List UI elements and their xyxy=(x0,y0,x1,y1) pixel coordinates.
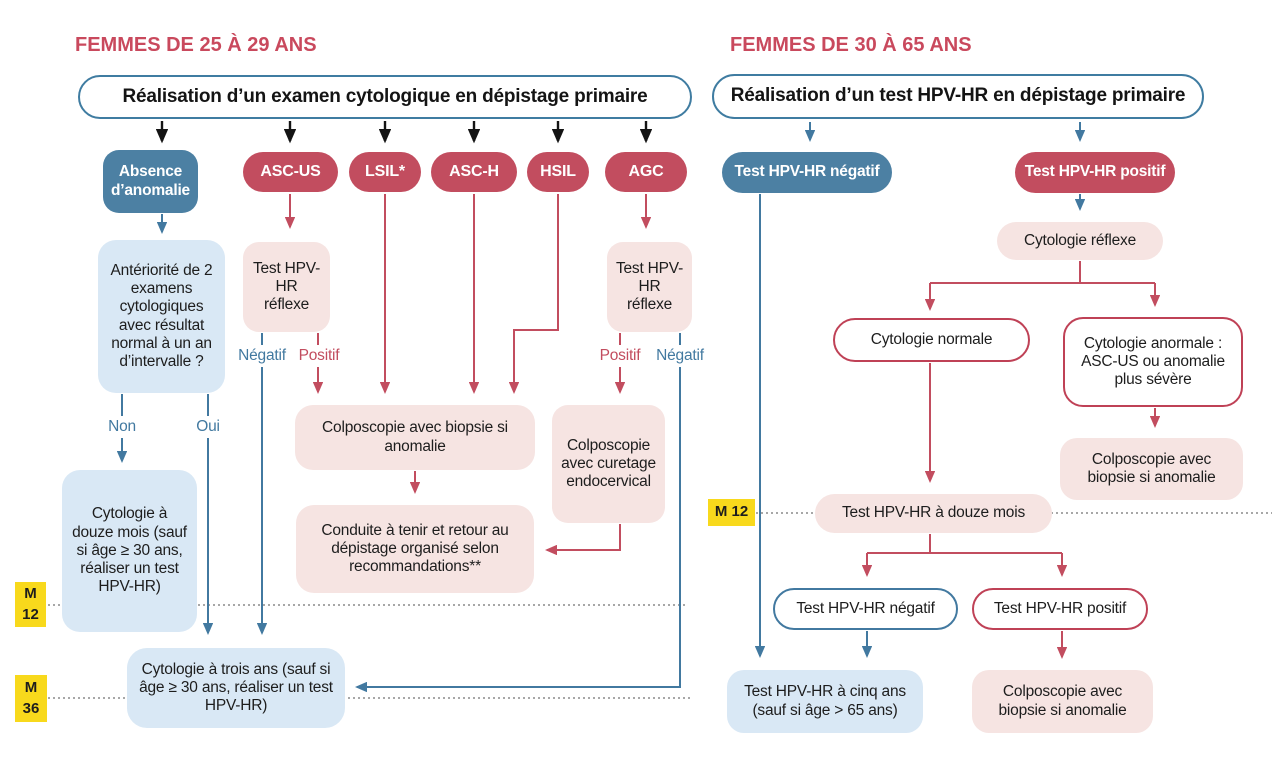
badge-m36-left: M 36 xyxy=(15,675,47,722)
left-panel-title: FEMMES DE 25 À 29 ANS xyxy=(75,34,317,56)
label-negatif-ascus: Négatif xyxy=(236,345,288,367)
badge-m12-right: M 12 xyxy=(708,499,755,526)
node-asc-us: ASC-US xyxy=(243,152,338,192)
node-test-hpv-positif: Test HPV-HR positif xyxy=(1015,152,1175,193)
node-colposcopie-biopsie-right-2: Colposcopie avec biopsie si anomalie xyxy=(972,670,1153,733)
node-colposcopie-biopsie-right-1: Colposcopie avec biopsie si anomalie xyxy=(1060,438,1243,500)
node-absence-anomalie: Absence d’anomalie xyxy=(103,150,198,213)
badge-m12-right-text: M 12 xyxy=(714,503,749,521)
right-root-node: Réalisation d’un test HPV-HR en dépistag… xyxy=(712,74,1204,119)
node-colposcopie-biopsie-left: Colposcopie avec biopsie si anomalie xyxy=(295,405,535,470)
label-oui: Oui xyxy=(187,416,229,438)
node-cytologie-douze-mois: Cytologie à douze mois (sauf si âge ≥ 30… xyxy=(62,470,197,632)
node-asc-h: ASC-H xyxy=(431,152,517,192)
node-colposcopie-curetage: Colposcopie avec curetage endocervical xyxy=(552,405,665,523)
node-test-hpv-reflexe-ascus: Test HPV-HR réflexe xyxy=(243,242,330,332)
node-conduite-a-tenir: Conduite à tenir et retour au dépistage … xyxy=(296,505,534,593)
node-test-hpv-cinq-ans: Test HPV-HR à cinq ans (sauf si âge > 65… xyxy=(727,670,923,733)
node-test-hpv-negatif: Test HPV-HR négatif xyxy=(722,152,892,193)
badge-m12-left: M 12 xyxy=(15,582,46,627)
node-test-hpv-positif-12m: Test HPV-HR positif xyxy=(972,588,1148,630)
left-root-node: Réalisation d’un examen cytologique en d… xyxy=(78,75,692,119)
node-test-hpv-douze-mois: Test HPV-HR à douze mois xyxy=(815,494,1052,533)
left-root-arrows xyxy=(155,121,653,144)
node-cytologie-trois-ans: Cytologie à trois ans (sauf si âge ≥ 30 … xyxy=(127,648,345,728)
badge-m36-line1: M xyxy=(24,679,38,697)
node-cytologie-anormale: Cytologie anormale : ASC-US ou anomalie … xyxy=(1063,317,1243,407)
red-connectors xyxy=(284,194,1161,659)
node-test-hpv-reflexe-agc: Test HPV-HR réflexe xyxy=(607,242,692,332)
label-positif-ascus: Positif xyxy=(294,345,344,367)
badge-m36-line2: 36 xyxy=(22,699,40,717)
label-non: Non xyxy=(101,416,143,438)
badge-m12-left-line2: 12 xyxy=(22,605,39,623)
node-cytologie-reflexe: Cytologie réflexe xyxy=(997,222,1163,260)
node-lsil: LSIL* xyxy=(349,152,421,192)
blue-connectors xyxy=(116,122,1086,693)
right-panel-title: FEMMES DE 30 À 65 ANS xyxy=(730,34,972,56)
label-positif-agc: Positif xyxy=(595,345,645,367)
node-test-hpv-negatif-12m: Test HPV-HR négatif xyxy=(773,588,958,630)
node-agc: AGC xyxy=(605,152,687,192)
badge-m12-left-line1: M xyxy=(24,585,37,603)
node-anteriorite-question: Antériorité de 2 examens cytologiques av… xyxy=(98,240,225,393)
node-hsil: HSIL xyxy=(527,152,589,192)
label-negatif-agc: Négatif xyxy=(654,345,706,367)
node-cytologie-normale: Cytologie normale xyxy=(833,318,1030,362)
